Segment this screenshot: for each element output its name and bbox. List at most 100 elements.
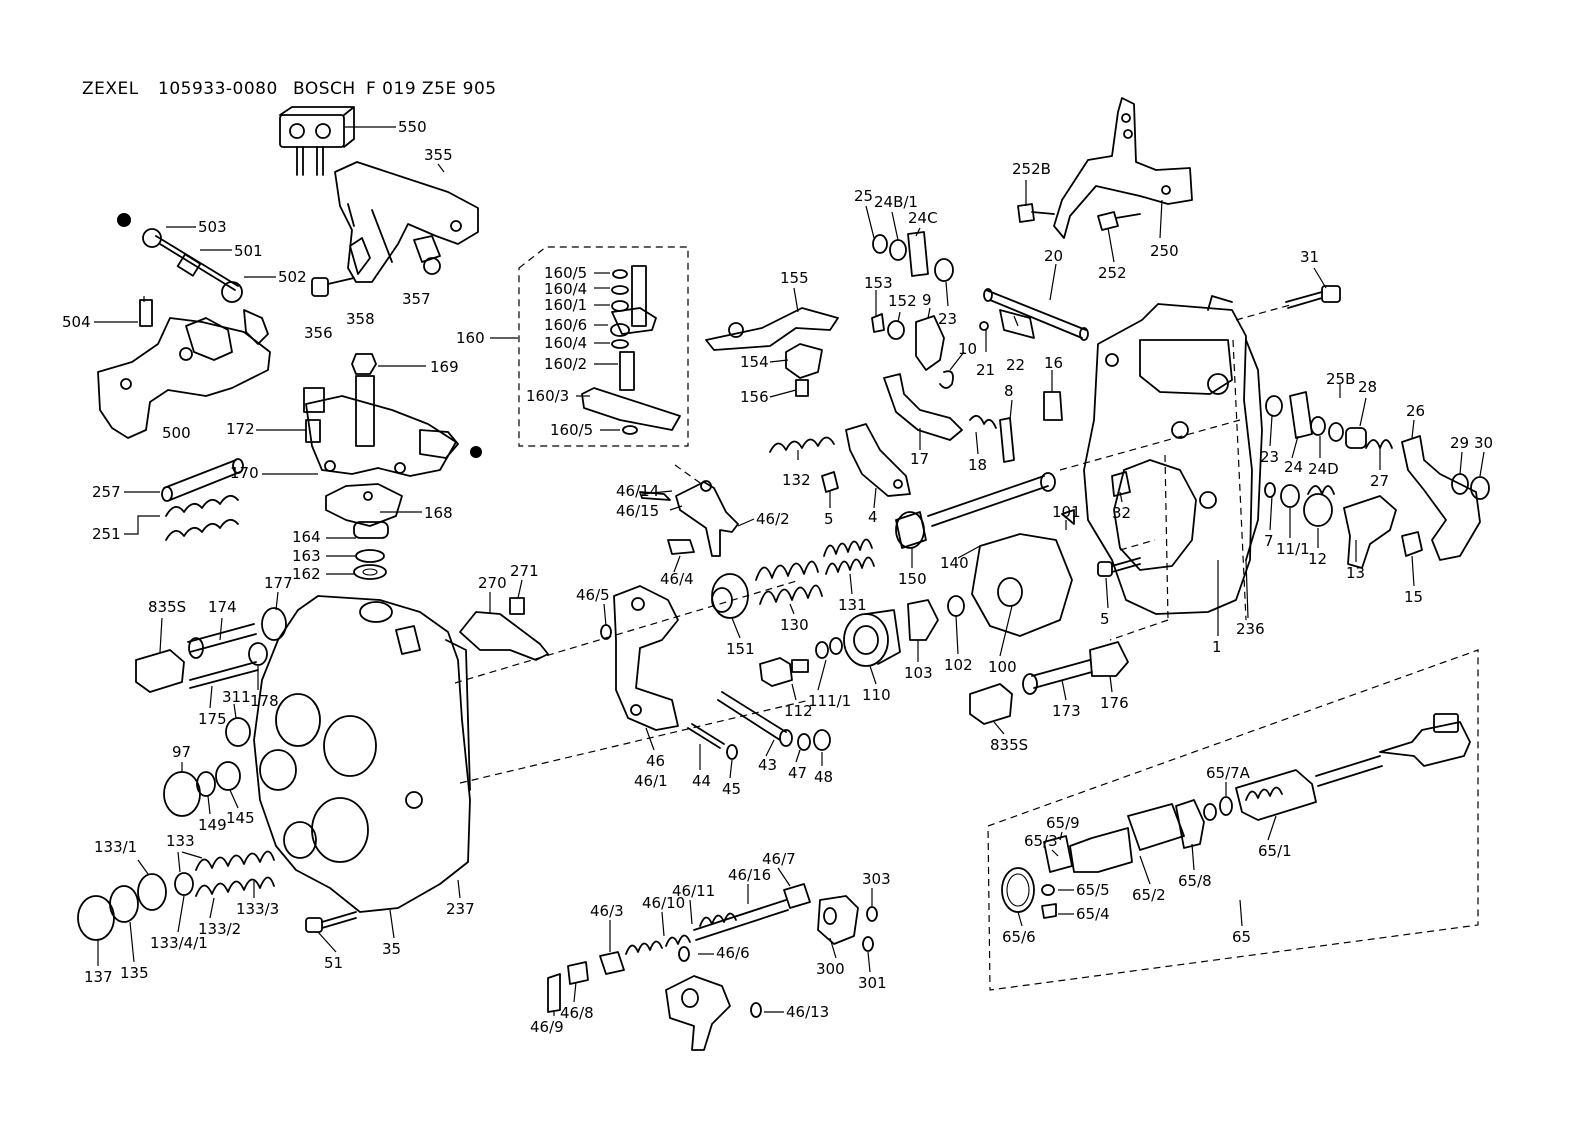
part-label: 65/6: [1002, 928, 1036, 946]
part-label: 160/6: [544, 316, 587, 334]
part-label: 35: [382, 940, 401, 958]
part-label: 270: [478, 574, 507, 592]
leader-lines: [94, 126, 1485, 1016]
part-label: 46/16: [728, 866, 771, 884]
part-label: 30: [1474, 434, 1493, 452]
part-label: 23: [1260, 448, 1279, 466]
part-label: 133/4/1: [150, 934, 208, 952]
part-label: 46/4: [660, 570, 694, 588]
part-label: 4: [868, 508, 878, 526]
part-500-lever: [97, 299, 271, 439]
part-31-bolt: [1285, 285, 1341, 309]
part-label: 358: [346, 310, 375, 328]
part-label: 46/9: [530, 1018, 564, 1036]
part-label: 97: [172, 743, 191, 761]
part-label: 500: [162, 424, 191, 442]
part-label: 23: [938, 310, 957, 328]
group-outlines: [454, 246, 1479, 991]
part-155-lever: [705, 307, 839, 397]
part-label: 31: [1300, 248, 1319, 266]
part-label: 140: [940, 554, 969, 572]
part-label: 101: [1052, 503, 1081, 521]
part-label: 154: [740, 353, 769, 371]
part-label: 503: [198, 218, 227, 236]
part-label: 160/4: [544, 280, 587, 298]
part-label: 237: [446, 900, 475, 918]
part-label: 502: [278, 268, 307, 286]
part-501-linkage: [117, 213, 269, 345]
part-label: 160/5: [544, 264, 587, 282]
part-label: 46: [646, 752, 665, 770]
part-46-lever: [600, 585, 831, 760]
part-label: 12: [1308, 550, 1327, 568]
part-label: 65/1: [1258, 842, 1292, 860]
part-label: 301: [858, 974, 887, 992]
part-label: 22: [1006, 356, 1025, 374]
part-label: 46/5: [576, 586, 610, 604]
part-label: 149: [198, 816, 227, 834]
part-label: 152: [888, 292, 917, 310]
part-label: 250: [1150, 242, 1179, 260]
part-label: 43: [758, 756, 777, 774]
part-label: 65/3: [1024, 832, 1058, 850]
part-835S-left: [135, 607, 287, 747]
part-168-plate: [325, 483, 403, 580]
part-13-lever-group: [1111, 471, 1423, 569]
part-132-4: [769, 423, 911, 497]
part-label: 835S: [148, 598, 186, 616]
part-label: 8: [1004, 382, 1014, 400]
part-46-2-lever: [639, 480, 739, 557]
part-label: 133: [166, 832, 195, 850]
part-label: 100: [988, 658, 1017, 676]
part-label: 172: [226, 420, 255, 438]
part-label: 111/1: [808, 692, 851, 710]
part-label: 150: [898, 570, 927, 588]
part-label: 10: [958, 340, 977, 358]
part-17-lever: [883, 373, 1063, 463]
part-110-group: [759, 595, 965, 687]
part-label: 18: [968, 456, 987, 474]
diagram-header: ZEXEL 105933-0080 BOSCH F 019 Z5E 905: [82, 79, 496, 99]
part-label: 7: [1264, 532, 1274, 550]
header-brand-zexel: ZEXEL: [82, 79, 139, 99]
part-label: 504: [62, 313, 91, 331]
part-label: 26: [1406, 402, 1425, 420]
part-label: 21: [976, 361, 995, 379]
part-25-24C: [872, 231, 954, 282]
part-label: 13: [1346, 564, 1365, 582]
part-250-bracket: [1017, 97, 1193, 239]
part-label: 164: [292, 528, 321, 546]
part-label: 24B/1: [874, 193, 918, 211]
part-label: 173: [1052, 702, 1081, 720]
part-label: 176: [1100, 694, 1129, 712]
part-270-plate: [459, 597, 549, 661]
part-label: 65/2: [1132, 886, 1166, 904]
part-9-lever: [871, 313, 954, 389]
part-label: 45: [722, 780, 741, 798]
part-label: 160/2: [544, 355, 587, 373]
part-133-group: [77, 850, 275, 941]
part-label: 160/3: [526, 387, 569, 405]
part-label: 252: [1098, 264, 1127, 282]
part-label: 46/8: [560, 1004, 594, 1022]
header-brand-bosch: BOSCH: [293, 79, 356, 99]
part-label: 257: [92, 483, 121, 501]
part-label: 47: [788, 764, 807, 782]
part-label: 550: [398, 118, 427, 136]
part-label: 131: [838, 596, 867, 614]
part-label: 356: [304, 324, 333, 342]
part-label: 160/4: [544, 334, 587, 352]
part-label: 175: [198, 710, 227, 728]
part-label: 65: [1232, 928, 1251, 946]
part-label: 46/14: [616, 482, 659, 500]
part-label: 160/1: [544, 296, 587, 314]
part-label: 103: [904, 664, 933, 682]
part-label: 501: [234, 242, 263, 260]
part-51-bolt: [305, 911, 357, 933]
part-label: 65/5: [1076, 881, 1110, 899]
part-label: 46/10: [642, 894, 685, 912]
part-label: 162: [292, 565, 321, 583]
part-140-100: [895, 472, 1075, 637]
part-label: 32: [1112, 504, 1131, 522]
part-35-cover: [253, 595, 471, 913]
